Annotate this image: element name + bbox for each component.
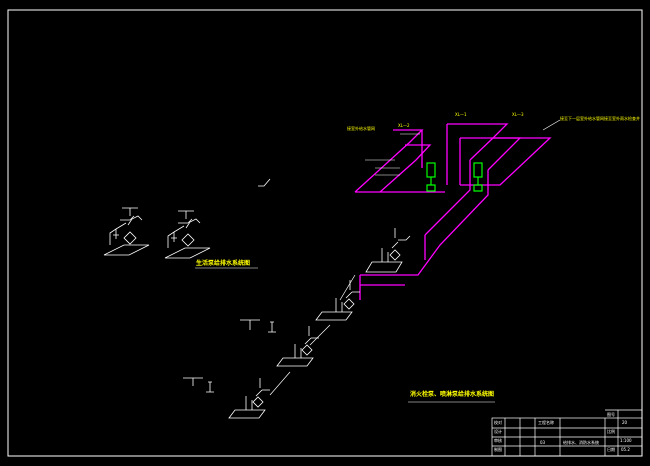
fire-pump-assembly-1 — [365, 228, 411, 273]
tb-label-scale: 比例 — [607, 429, 615, 434]
title-block-frame — [491, 409, 643, 457]
tb-page-no: 03 — [540, 440, 546, 445]
stray-mark — [258, 178, 271, 187]
pump-symbols — [426, 162, 483, 192]
tb-value-drawing-no: 20 — [622, 420, 628, 425]
tb-row-check: 校对 — [494, 420, 502, 425]
tb-row-review: 审核 — [494, 438, 502, 443]
domestic-pump-assembly-1 — [103, 207, 150, 256]
fire-pump-assembly-4 — [183, 377, 270, 419]
fire-pump-assembly-2 — [315, 280, 360, 321]
note-left: 接室外给水管网 — [347, 126, 375, 131]
riser-label-xl3: XL—3 — [512, 112, 524, 117]
tb-row-draft: 制图 — [494, 447, 502, 452]
domestic-pump-assembly-2 — [164, 210, 211, 259]
tb-value-scale: 1:100 — [620, 438, 632, 443]
note-right: 接至下一层室外给水管网接至室外雨水检查井 — [560, 116, 640, 121]
tb-value-date: 05.2 — [621, 447, 630, 452]
tb-label-drawing-no: 图号 — [607, 412, 615, 417]
title-domestic-system: 生活泵给排水系统图 — [196, 260, 251, 267]
riser-label-xl1: XL—1 — [455, 112, 467, 117]
fire-pump-assembly-3 — [240, 319, 319, 367]
riser-label-xl2: XL—2 — [398, 123, 410, 128]
leader-lines — [365, 119, 561, 176]
title-fire-system: 消火栓泵、喷淋泵给排水系统图 — [410, 391, 495, 398]
tb-row-design: 设计 — [494, 429, 502, 434]
pipe-network — [354, 123, 552, 300]
fire-pump-connectors — [269, 274, 356, 396]
drawing-frame — [7, 9, 643, 457]
tb-header: 工程名称 — [538, 420, 554, 425]
tb-drawing-name: 给排水、消防水系统 — [563, 440, 599, 445]
tb-label-date: 日期 — [607, 447, 615, 452]
